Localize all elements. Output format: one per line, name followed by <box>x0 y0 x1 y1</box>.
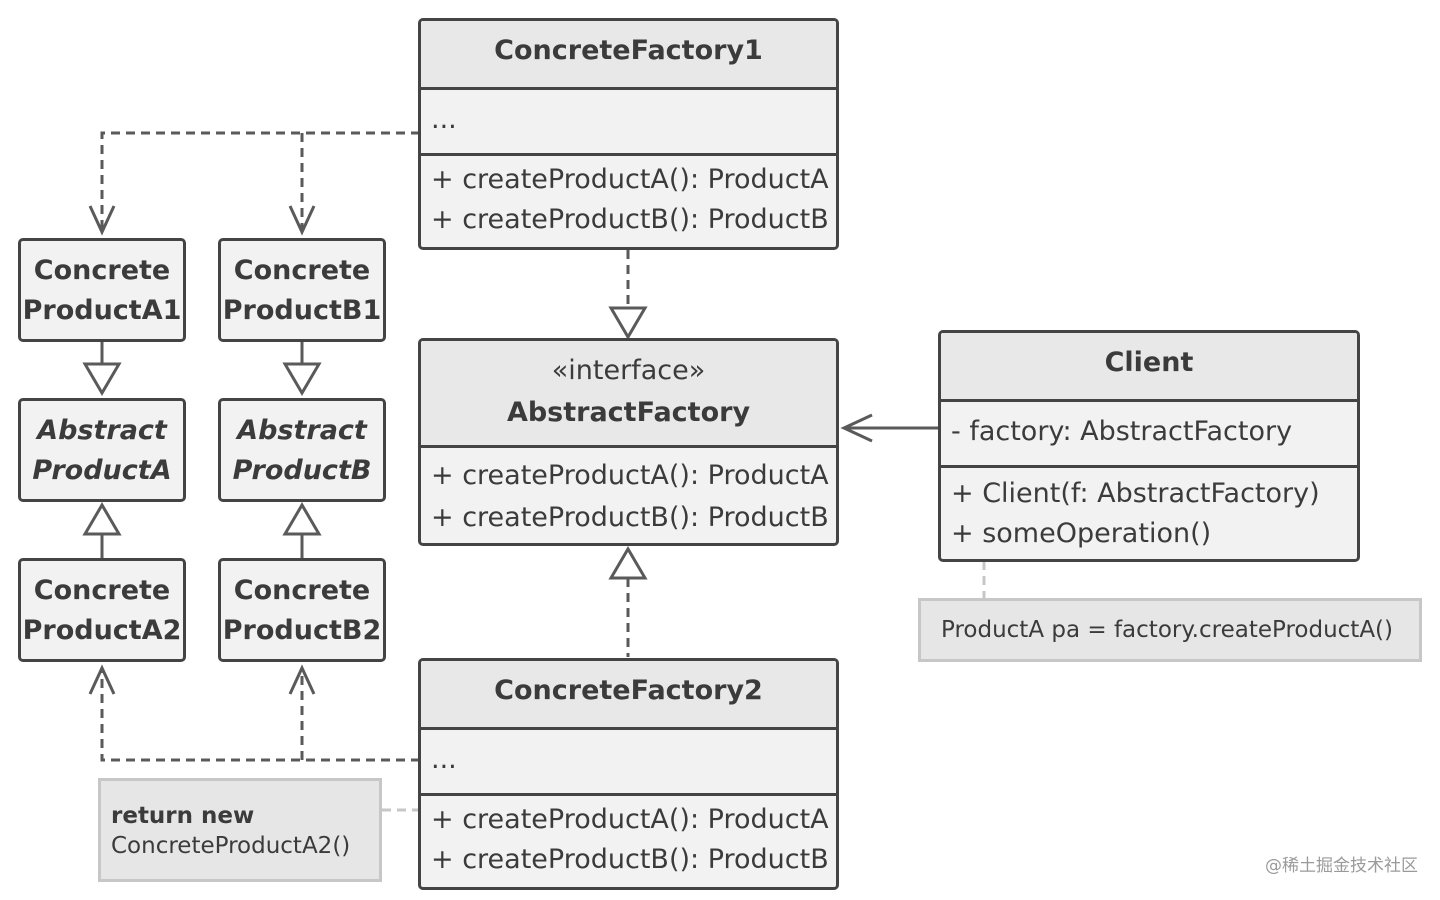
class-method: + createProductA(): ProductA <box>431 164 829 195</box>
product-line: Abstract <box>37 415 167 446</box>
note-text: ProductA pa = factory.createProductA() <box>941 617 1394 643</box>
client-note: ProductA pa = factory.createProductA() <box>918 598 1422 662</box>
inherit-a1-head <box>82 362 122 396</box>
watermark: @稀土掘金技术社区 <box>1265 856 1418 876</box>
concrete-product-b2[interactable]: Concrete ProductB2 <box>218 558 386 662</box>
product-line: Concrete <box>233 575 371 606</box>
abstract-product-b[interactable]: Abstract ProductB <box>218 398 386 502</box>
arrowhead-a1 <box>88 205 116 236</box>
class-methods: + Client(f: AbstractFactory) + someOpera… <box>941 465 1357 559</box>
product-line: ProductB2 <box>222 615 382 646</box>
class-methods: + createProductA(): ProductA + createPro… <box>421 153 836 247</box>
class-title: AbstractFactory <box>506 397 751 428</box>
class-stereotype: «interface» <box>551 355 706 386</box>
product-line: ProductA <box>32 455 172 486</box>
abstract-factory-interface[interactable]: «interface» AbstractFactory + createProd… <box>418 338 839 546</box>
class-methods: + createProductA(): ProductA + createPro… <box>421 793 836 887</box>
abstract-product-a[interactable]: Abstract ProductA <box>18 398 186 502</box>
class-method: + createProductB(): ProductB <box>431 844 829 875</box>
product-line: ProductB <box>232 455 372 486</box>
factory2-note: return new ConcreteProductA2() <box>98 778 382 882</box>
realize-cf2-head <box>608 546 648 580</box>
inherit-a2-head <box>82 502 122 536</box>
class-header: «interface» AbstractFactory <box>421 341 836 445</box>
arrowhead-b2 <box>288 664 316 695</box>
concrete-factory-2-class[interactable]: ConcreteFactory2 ... + createProductA():… <box>418 658 839 890</box>
inherit-b1-head <box>282 362 322 396</box>
class-header: ConcreteFactory1 <box>421 21 836 87</box>
arrowhead-a2 <box>88 664 116 695</box>
product-line: ProductA1 <box>22 295 182 326</box>
class-fields: - factory: AbstractFactory <box>941 399 1357 465</box>
concrete-factory-1-class[interactable]: ConcreteFactory1 ... + createProductA():… <box>418 18 839 250</box>
dep-cf2-to-a2 <box>100 668 420 762</box>
class-title: ConcreteFactory2 <box>494 675 763 706</box>
class-method: + createProductA(): ProductA <box>431 804 829 835</box>
class-methods: + createProductA(): ProductA + createPro… <box>421 445 836 543</box>
realize-cf1-head <box>608 306 648 340</box>
class-method: + createProductB(): ProductB <box>431 502 829 533</box>
class-fields: ... <box>421 727 836 793</box>
class-method: + createProductB(): ProductB <box>431 204 829 235</box>
class-method: + Client(f: AbstractFactory) <box>951 478 1320 509</box>
class-field: ... <box>431 744 457 775</box>
product-line: ProductB1 <box>222 295 382 326</box>
class-fields: ... <box>421 87 836 153</box>
class-method: + createProductA(): ProductA <box>431 460 829 491</box>
product-line: Abstract <box>237 415 367 446</box>
product-line: Concrete <box>233 255 371 286</box>
product-line: Concrete <box>33 575 171 606</box>
class-field: ... <box>431 104 457 135</box>
client-class[interactable]: Client - factory: AbstractFactory + Clie… <box>938 330 1360 562</box>
product-line: Concrete <box>33 255 171 286</box>
inherit-b2-head <box>282 502 322 536</box>
class-field: - factory: AbstractFactory <box>951 416 1293 447</box>
class-title: Client <box>1104 347 1194 378</box>
assoc-client-head <box>840 413 873 443</box>
note-text: ConcreteProductA2() <box>111 833 351 859</box>
dep-cf1-to-a1 <box>100 131 420 230</box>
class-method: + someOperation() <box>951 518 1212 549</box>
concrete-product-a1[interactable]: Concrete ProductA1 <box>18 238 186 342</box>
class-title: ConcreteFactory1 <box>494 35 763 66</box>
concrete-product-a2[interactable]: Concrete ProductA2 <box>18 558 186 662</box>
concrete-product-b1[interactable]: Concrete ProductB1 <box>218 238 386 342</box>
product-line: ProductA2 <box>22 615 182 646</box>
class-header: Client <box>941 333 1357 399</box>
arrowhead-b1 <box>288 205 316 236</box>
note-text: return new <box>111 803 255 829</box>
class-header: ConcreteFactory2 <box>421 661 836 727</box>
